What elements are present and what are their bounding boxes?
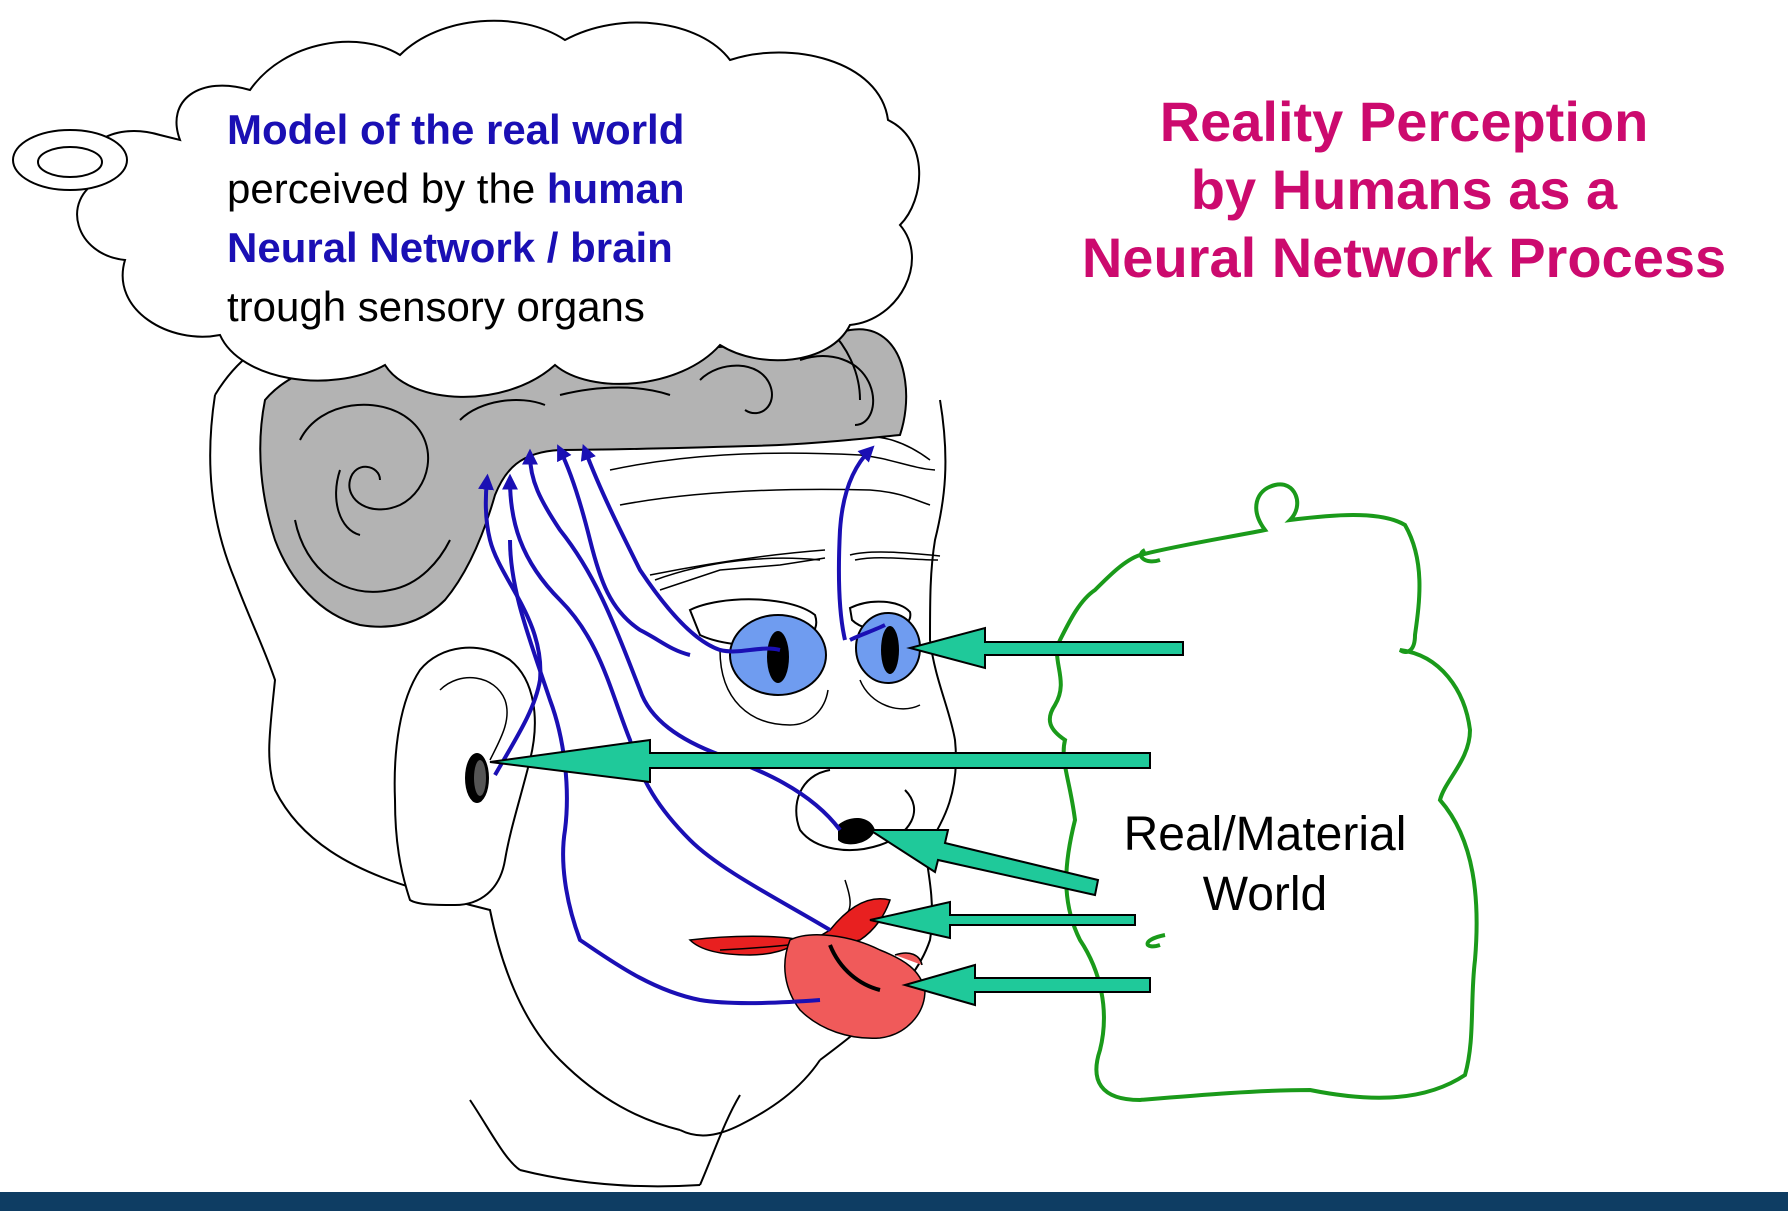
thought-line-3: Neural Network / brain: [227, 218, 787, 277]
title-line-1: Reality Perception: [1020, 88, 1788, 156]
real-world-loop: [1148, 935, 1166, 946]
page-title: Reality Perception by Humans as a Neural…: [1020, 88, 1788, 292]
thought-plain: trough sensory organs: [227, 283, 645, 330]
eyebrows: [650, 550, 940, 590]
nerve-pathways: [486, 450, 885, 1003]
thought-line-2: perceived by the human: [227, 159, 787, 218]
thought-plain: perceived by the: [227, 165, 547, 212]
tongue-icon: [785, 935, 925, 1038]
thought-highlight: human: [547, 165, 685, 212]
title-line-3: Neural Network Process: [1020, 224, 1788, 292]
thought-line-1: Model of the real world: [227, 100, 787, 159]
arrow-to-nose: [870, 830, 1098, 895]
thought-line-4: trough sensory organs: [227, 277, 787, 336]
ear-icon: [395, 648, 535, 905]
footer-bar: [0, 1192, 1788, 1211]
real-world-outline: [1050, 484, 1477, 1100]
thought-highlight: Model of the real world: [227, 106, 684, 153]
real-world-label: Real/Material World: [1080, 805, 1450, 925]
title-line-2: by Humans as a: [1020, 156, 1788, 224]
eye-icon: [690, 599, 920, 725]
arrow-to-tongue: [905, 965, 1150, 1005]
thought-bubble-text: Model of the real world perceived by the…: [227, 100, 787, 336]
world-label-line-1: Real/Material: [1080, 805, 1450, 865]
thought-highlight: Neural Network / brain: [227, 224, 673, 271]
world-label-line-2: World: [1080, 865, 1450, 925]
arrow-to-eye: [910, 628, 1183, 668]
